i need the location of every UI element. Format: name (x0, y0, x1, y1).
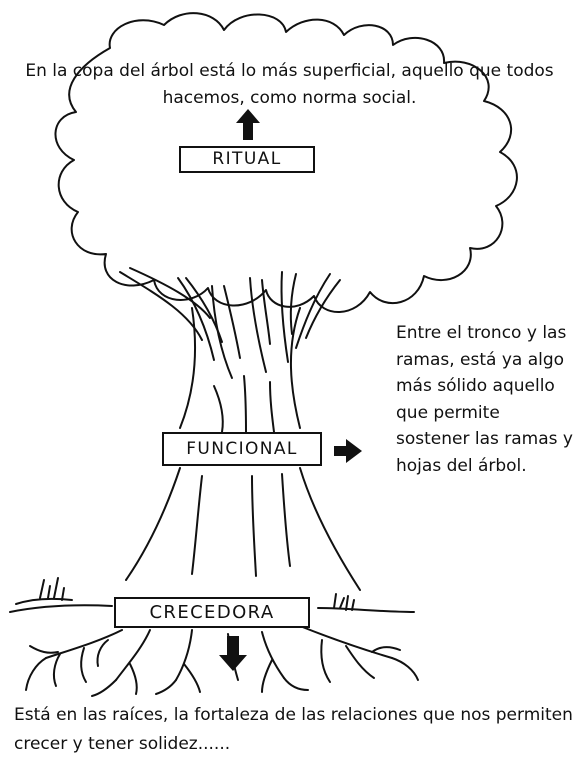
trunk-description: Entre el tronco y las ramas, está ya alg… (396, 323, 573, 476)
tree-root (299, 625, 393, 659)
roots-description: Está en las raíces, la fortaleza de las … (14, 705, 573, 754)
tree-root (261, 631, 285, 679)
tree-crown-outline (54, 12, 518, 313)
tree-root (45, 629, 123, 659)
tree-branch (119, 271, 203, 341)
grass-tuft (39, 577, 65, 601)
label-crecedora: CRECEDORA (114, 597, 310, 628)
label-funcional: FUNCIONAL (162, 432, 322, 466)
tree-root (115, 629, 151, 681)
trunk-outline-left (179, 307, 197, 429)
tree-branch (249, 277, 267, 373)
ground-line (9, 604, 113, 613)
grass-tuft (333, 593, 355, 611)
trunk-outline-right (290, 307, 301, 429)
arrow-down-icon (219, 636, 247, 671)
tree-branch (280, 271, 289, 363)
arrow-right-icon (334, 439, 362, 463)
crown-description: En la copa del árbol está lo más superfi… (25, 61, 554, 108)
arrow-up-icon (236, 109, 260, 140)
tree-root (175, 629, 193, 681)
tree-branch (295, 273, 331, 349)
tree-branch (211, 285, 233, 379)
label-ritual: RITUAL (179, 146, 315, 173)
